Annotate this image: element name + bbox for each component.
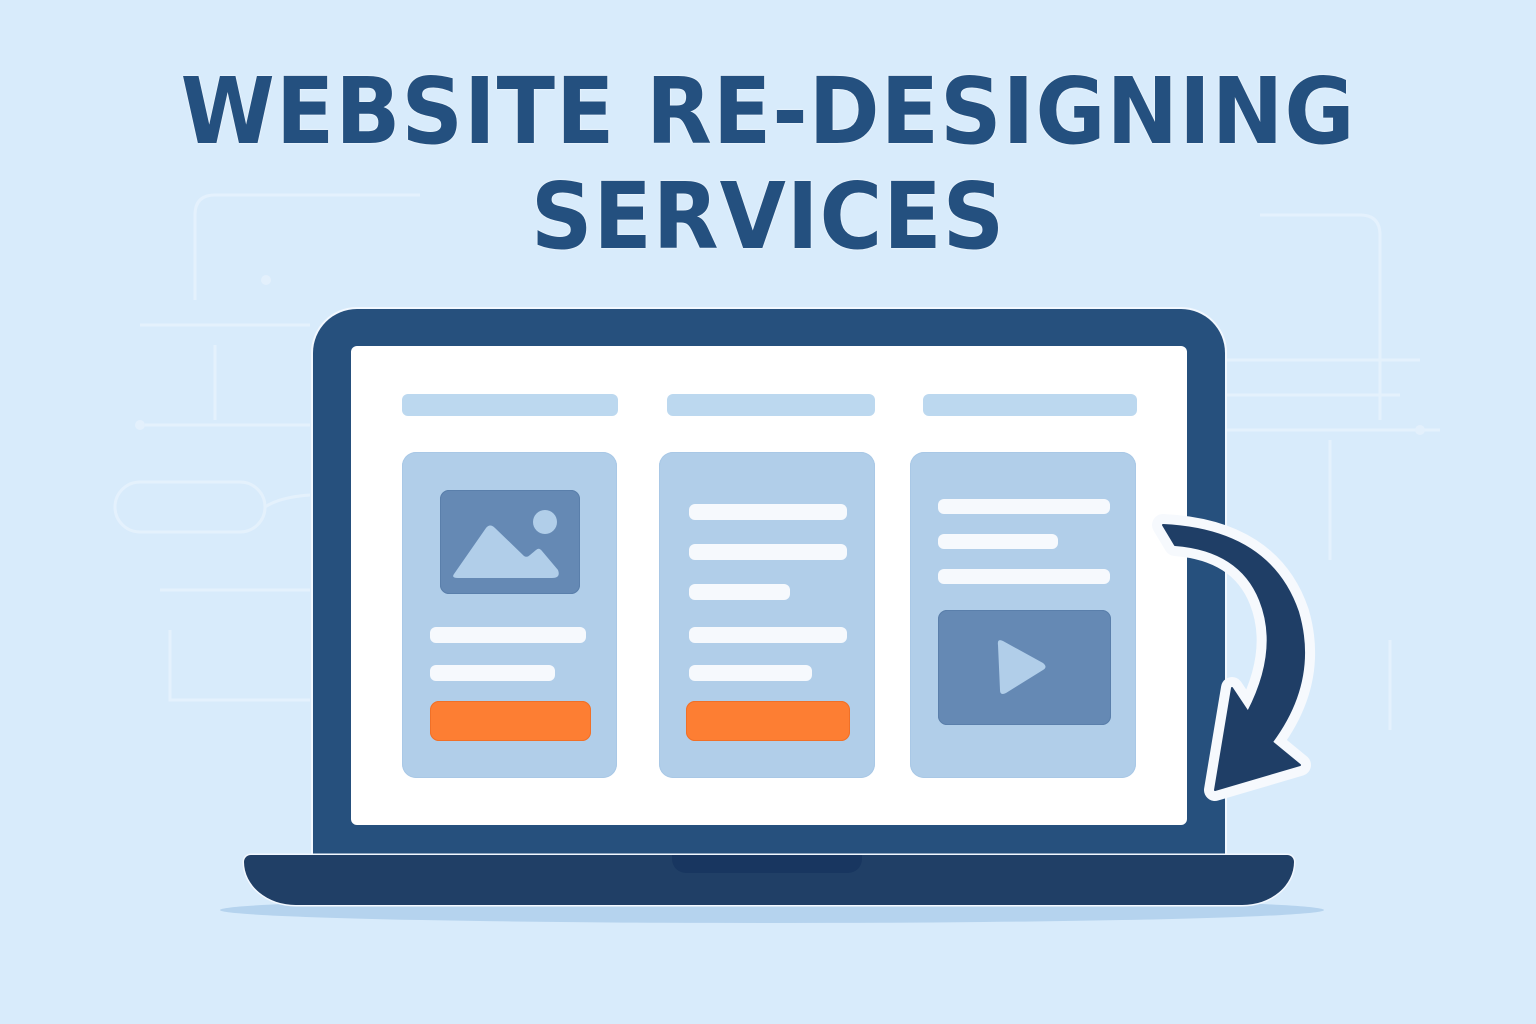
card-image-text-line	[430, 627, 586, 643]
card-text-text-line	[689, 665, 812, 681]
card-image-text-line	[430, 665, 555, 681]
play-video-icon	[997, 640, 1046, 694]
column-1-header-bar	[402, 394, 618, 416]
card-image-cta-button[interactable]	[430, 701, 591, 741]
column-3-header-bar	[923, 394, 1137, 416]
page-title-line-1: WEBSITE RE-DESIGNING	[180, 58, 1356, 165]
card-text-text-line	[689, 544, 847, 560]
card-video-text-line	[938, 569, 1110, 584]
page-title-line-2: SERVICES	[530, 163, 1006, 270]
video-placeholder[interactable]	[938, 610, 1111, 725]
image-placeholder-icon	[453, 510, 559, 578]
card-text-cta-button[interactable]	[686, 701, 850, 741]
curved-arrow-icon	[1152, 514, 1315, 801]
laptop-trackpad-notch	[672, 855, 862, 873]
image-placeholder	[440, 490, 580, 594]
card-video-text-line	[938, 534, 1058, 549]
card-text-text-line	[689, 504, 847, 520]
card-text-text-line	[689, 627, 847, 643]
card-video-text-line	[938, 499, 1110, 514]
card-text-text-line	[689, 584, 790, 600]
column-2-header-bar	[667, 394, 875, 416]
